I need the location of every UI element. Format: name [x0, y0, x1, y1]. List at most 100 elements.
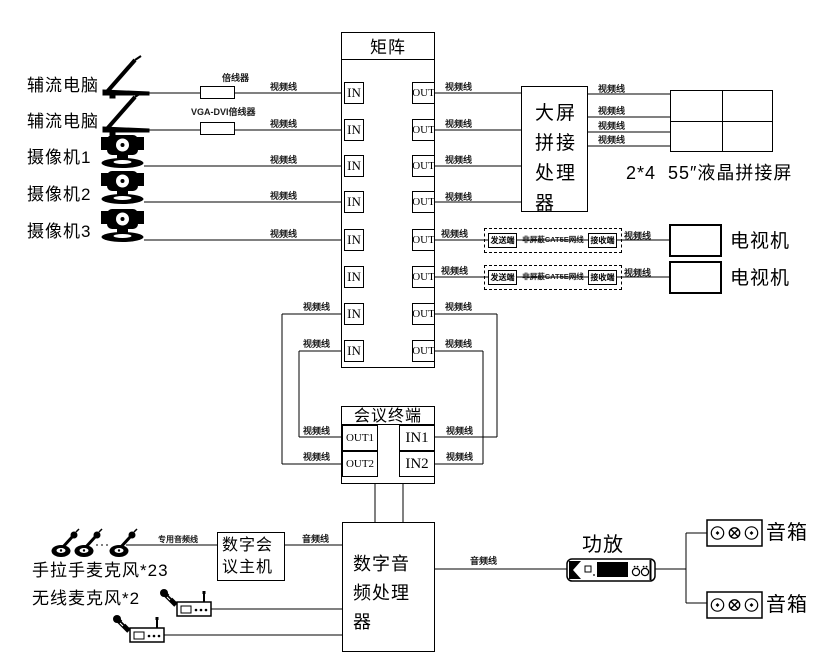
video-cable-label: 视频线	[303, 302, 331, 312]
video-wall	[670, 90, 773, 152]
video-cable-label: 视频线	[445, 339, 473, 349]
converter-label: VGA-DVI倍线器	[191, 107, 256, 117]
input-device-label: 辅流电脑	[27, 112, 99, 131]
converter-box	[200, 122, 235, 135]
terminal-out2-port: OUT2	[342, 451, 378, 477]
video-cable-label: 视频线	[598, 106, 626, 116]
video-cable-label: 视频线	[624, 231, 652, 241]
input-device-label: 摄像机2	[27, 185, 92, 204]
extender-receiver-box: 接收端	[588, 270, 617, 285]
video-cable-label: 视频线	[303, 452, 331, 462]
camera-icon	[101, 209, 144, 242]
video-cable-label: 视频线	[270, 155, 298, 165]
video-wall-divider	[671, 121, 772, 122]
video-cable-label: 视频线	[270, 191, 298, 201]
connector-lines	[96, 92, 709, 636]
video-cable-label: 视频线	[445, 82, 473, 92]
audio-cable-label: 音频线	[470, 556, 498, 566]
laptop-icon	[102, 92, 150, 136]
matrix-title-divider	[341, 59, 435, 60]
tv-box	[669, 224, 722, 257]
input-device-label: 辅流电脑	[27, 76, 99, 95]
camera-icon	[101, 171, 144, 204]
video-cable-label: 视频线	[303, 339, 331, 349]
laptop-icon	[102, 55, 150, 99]
converter-label: 倍线器	[222, 73, 250, 83]
conference-terminal-title: 会议终端	[353, 408, 422, 425]
matrix-out-port: OUT	[412, 303, 435, 325]
extender-assembly	[484, 228, 622, 253]
video-cable-label: 视频线	[445, 192, 473, 202]
conference-host-box	[217, 532, 285, 581]
audio-cable-label: 音频线	[302, 534, 330, 544]
video-cable-label: 视频线	[446, 452, 474, 462]
video-cable-label: 视频线	[445, 302, 473, 312]
tv-box	[669, 261, 722, 294]
video-cable-label: 视频线	[446, 426, 474, 436]
matrix-in-port: IN	[344, 340, 364, 362]
video-cable-label: 视频线	[598, 135, 626, 145]
camera-icon	[101, 135, 144, 168]
matrix-in-port: IN	[344, 82, 364, 104]
video-cable-label: 视频线	[441, 266, 469, 276]
microphone-icon	[109, 528, 138, 557]
speaker-icon	[706, 591, 763, 619]
terminal-title-divider	[341, 424, 435, 425]
matrix-in-port: IN	[344, 155, 364, 177]
input-device-label: 摄像机3	[27, 222, 92, 241]
audio-processor-box	[342, 522, 435, 652]
video-cable-label: 视频线	[441, 229, 469, 239]
display-processor-box	[521, 86, 588, 212]
daisy-chain-mic-label: 手拉手麦克风*23	[32, 561, 169, 580]
tv-label: 电视机	[730, 268, 791, 289]
video-cable-label: 视频线	[445, 155, 473, 165]
video-cable-label: 视频线	[445, 119, 473, 129]
matrix-in-port: IN	[344, 303, 364, 325]
video-cable-label: 视频线	[270, 119, 298, 129]
conference-host-label: 数字会议主机	[222, 537, 274, 576]
matrix-in-port: IN	[344, 191, 364, 213]
display-processor-label: 大屏拼接处理器	[535, 103, 578, 214]
tv-label: 电视机	[730, 231, 791, 252]
video-wall-caption: 2*4 55″液晶拼接屏	[626, 163, 793, 183]
matrix-in-port: IN	[344, 266, 364, 288]
dedicated-audio-cable-label: 专用音频线	[158, 535, 198, 544]
video-cable-label: 视频线	[270, 229, 298, 239]
extender-sender-box: 发送端	[488, 270, 517, 285]
amplifier-label: 功放	[582, 534, 624, 556]
extender-cable-label: 非屏蔽CAT5E网线	[522, 235, 584, 244]
speaker-label: 音箱	[766, 594, 808, 616]
matrix-out-port: OUT	[412, 155, 435, 177]
terminal-out1-port: OUT1	[342, 425, 378, 451]
speaker-icon	[706, 519, 763, 547]
microphone-icon	[74, 528, 103, 557]
input-device-label: 摄像机1	[27, 148, 92, 167]
video-cable-label: 视频线	[270, 82, 298, 92]
matrix-out-port: OUT	[412, 266, 435, 288]
matrix-out-port: OUT	[412, 340, 435, 362]
wireless-receiver-icon	[160, 589, 212, 617]
matrix-title: 矩阵	[370, 38, 406, 57]
video-cable-label: 视频线	[303, 426, 331, 436]
extender-sender-box: 发送端	[488, 233, 517, 248]
amplifier-icon	[566, 558, 656, 582]
terminal-in2-port: IN2	[399, 451, 435, 477]
extender-assembly	[484, 265, 622, 290]
matrix-in-port: IN	[344, 229, 364, 251]
microphone-icon	[51, 528, 80, 557]
extender-receiver-box: 接收端	[588, 233, 617, 248]
matrix-out-port: OUT	[412, 119, 435, 141]
terminal-in1-port: IN1	[399, 425, 435, 451]
video-cable-label: 视频线	[598, 84, 626, 94]
matrix-out-port: OUT	[412, 229, 435, 251]
video-cable-label: 视频线	[598, 121, 626, 131]
matrix-out-port: OUT	[412, 82, 435, 104]
matrix-in-port: IN	[344, 119, 364, 141]
matrix-out-port: OUT	[412, 191, 435, 213]
speaker-label: 音箱	[766, 522, 808, 544]
extender-cable-label: 非屏蔽CAT5E网线	[522, 272, 584, 281]
wireless-mic-label: 无线麦克风*2	[32, 589, 141, 608]
wireless-receiver-icon	[113, 615, 165, 643]
